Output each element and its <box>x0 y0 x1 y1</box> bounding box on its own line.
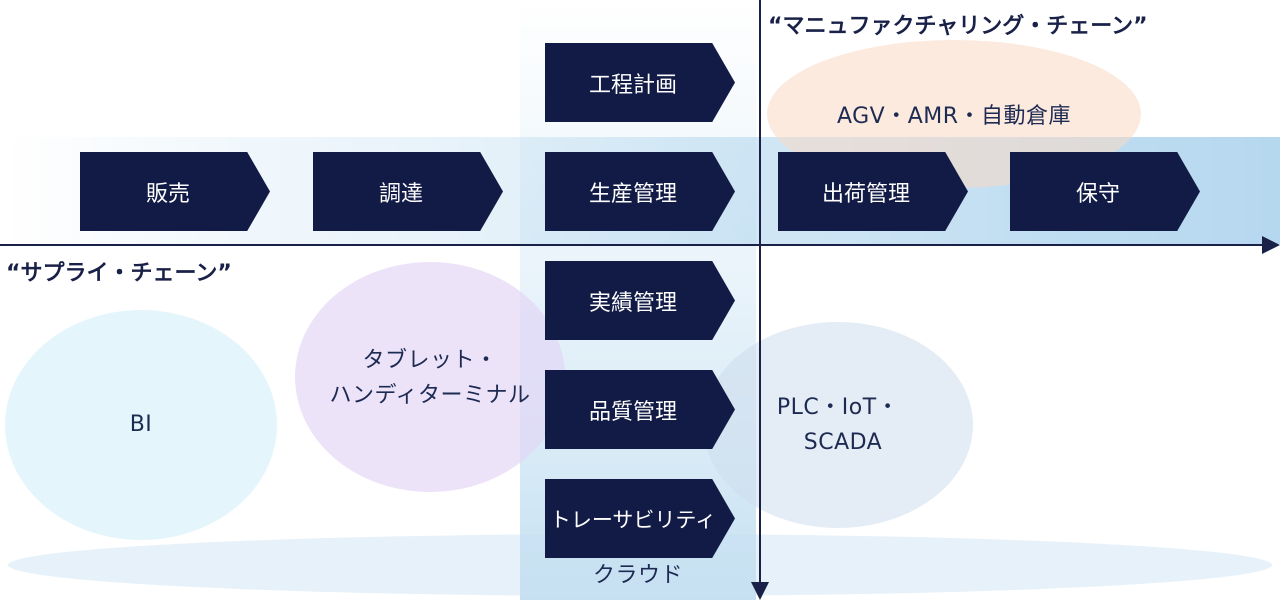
tablet-ellipse <box>295 262 565 492</box>
tablet-label-line2: ハンディターミナル <box>329 383 531 408</box>
agv-label: AGV・AMR・自動倉庫 <box>836 104 1072 129</box>
procurement-chevron: 調達 <box>313 152 503 231</box>
vertical-axis <box>759 0 761 588</box>
process-planning-chevron: 工程計画 <box>545 43 735 122</box>
plc-label-line2: SCADA <box>803 430 883 455</box>
shipping-mgmt-chevron: 出荷管理 <box>778 152 968 231</box>
traceability-chevron: トレーサビリティ <box>545 479 735 558</box>
bi-ellipse <box>5 310 277 540</box>
maintenance-chevron: 保守 <box>1010 152 1200 231</box>
supply-chain-title: “サプライ・チェーン” <box>6 261 232 286</box>
cloud-label: クラウド <box>592 563 683 588</box>
horizontal-axis-arrowhead <box>1262 236 1280 254</box>
bi-label: BI <box>129 412 153 437</box>
horizontal-axis <box>0 244 1268 246</box>
plc-ellipse <box>703 322 973 528</box>
tablet-label-line1: タブレット・ <box>362 348 498 373</box>
manufacturing-chain-title: “マニュファクチャリング・チェーン” <box>768 14 1148 39</box>
results-mgmt-chevron: 実績管理 <box>545 261 735 340</box>
vertical-axis-arrowhead <box>751 582 769 600</box>
plc-label-line1: PLC・IoT・ <box>776 395 900 420</box>
sales-chevron: 販売 <box>80 152 270 231</box>
production-mgmt-chevron: 生産管理 <box>545 152 735 231</box>
quality-mgmt-chevron: 品質管理 <box>545 370 735 449</box>
